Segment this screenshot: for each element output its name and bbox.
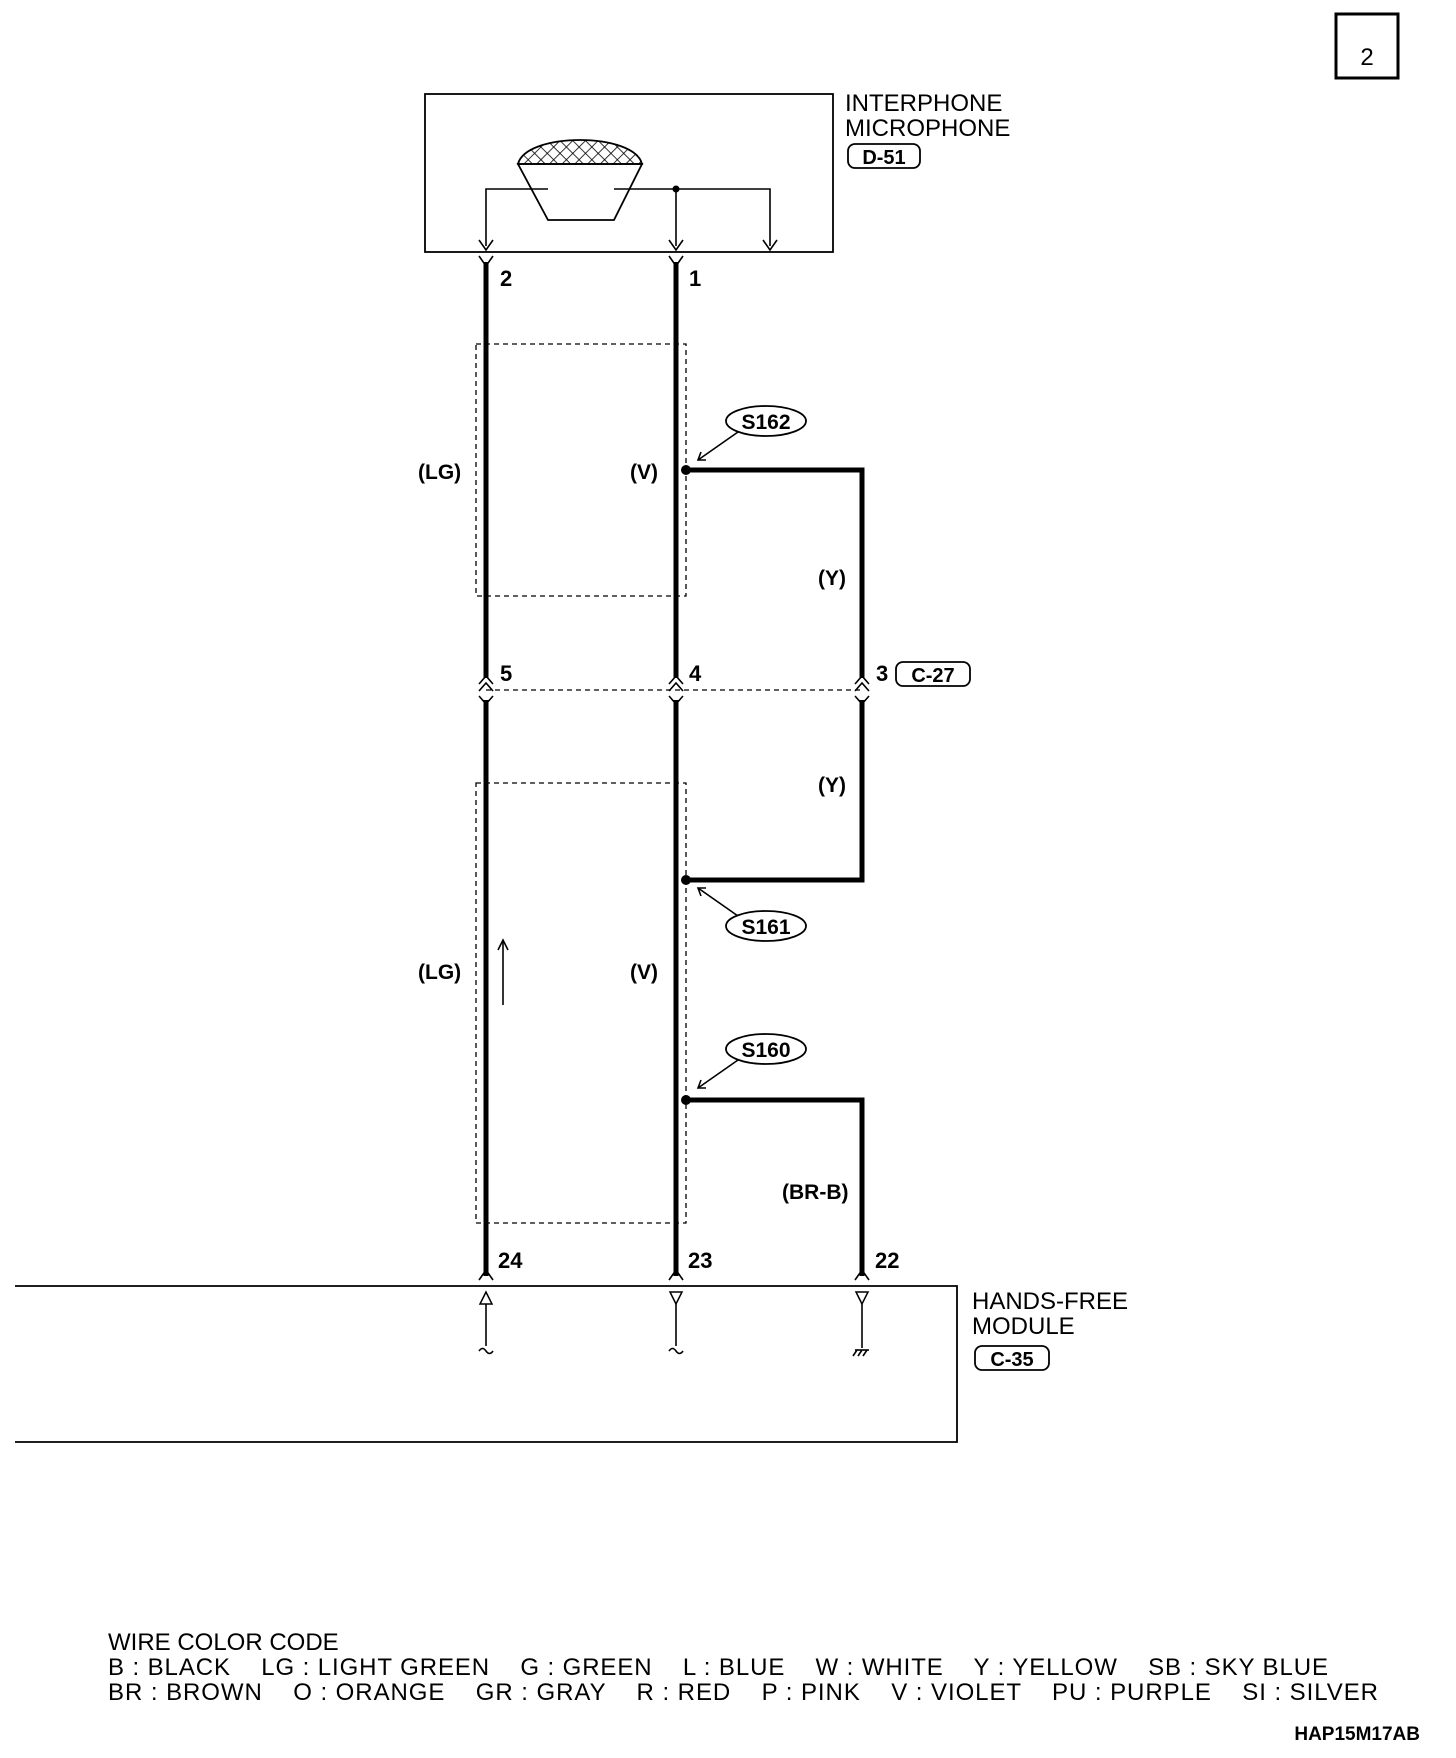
wire-label-y-top: (Y) [818,567,846,590]
legend-row-2: BR : BROWN O : ORANGE GR : GRAY R : RED … [108,1679,1378,1706]
signal-direction-arrow [497,938,509,1005]
microphone-pin-2: 2 [500,266,512,291]
wire-label-y-bottom: (Y) [818,774,846,797]
junction-pin-4: 4 [689,661,702,686]
wire-br-b [686,1097,865,1276]
legend-row-1: B : BLACK LG : LIGHT GREEN G : GREEN L :… [108,1654,1328,1681]
junction-pin-5: 5 [500,661,512,686]
junction-connector-tag: C-27 [895,661,971,687]
wire-label-v-top: (V) [630,461,658,484]
junction-connector: C-27 [911,665,954,687]
wire-label-lg-bottom: (LG) [418,961,461,984]
splice-callout-s160: S160 [696,1033,807,1089]
splice-dot-s162 [681,465,691,475]
microphone-connector: D-51 [862,147,905,169]
splice-dot-s161 [681,875,691,885]
splice-label-s162: S162 [741,411,790,434]
module-name-line1: HANDS-FREE [972,1288,1128,1315]
microphone-name-line1: INTERPHONE [845,90,1002,117]
junction-pin-3: 3 [876,661,888,686]
legend-title: WIRE COLOR CODE [108,1629,339,1656]
microphone-component [424,93,834,268]
lower-harness-box [475,782,687,1224]
splice-label-s161: S161 [741,916,790,939]
page-number: 2 [1360,44,1373,71]
module-pin-22: 22 [875,1248,899,1273]
wire-color-legend: WIRE COLOR CODE B : BLACK LG : LIGHT GRE… [108,1629,1378,1706]
wire-y-upper [686,467,865,678]
module-name-line2: MODULE [972,1313,1075,1340]
page-number-box: 2 [1334,12,1400,80]
wire-label-lg-top: (LG) [418,461,461,484]
wire-label-br-b: (BR-B) [782,1181,848,1204]
module-connector: C-35 [990,1349,1033,1371]
figure-code: HAP15M17AB [1294,1724,1420,1745]
microphone-connector-tag: D-51 [847,143,921,169]
wire-y-lower [686,700,865,883]
module-pin-23: 23 [688,1248,712,1273]
module-internal-circuits [478,1290,870,1357]
module-pin-24: 24 [498,1248,523,1273]
module-box [15,1285,958,1443]
microphone-name-line2: MICROPHONE [845,115,1010,142]
microphone-pin-1: 1 [689,266,701,291]
splice-callout-s161: S161 [696,887,807,942]
splice-label-s160: S160 [741,1039,790,1062]
splice-callout-s162: S162 [696,405,807,461]
module-connector-tag: C-35 [974,1345,1050,1371]
microphone-icon [516,163,644,221]
wire-label-v-bottom: (V) [630,961,658,984]
module-connector-pins [478,1268,870,1281]
splice-dot-s160 [681,1095,691,1105]
